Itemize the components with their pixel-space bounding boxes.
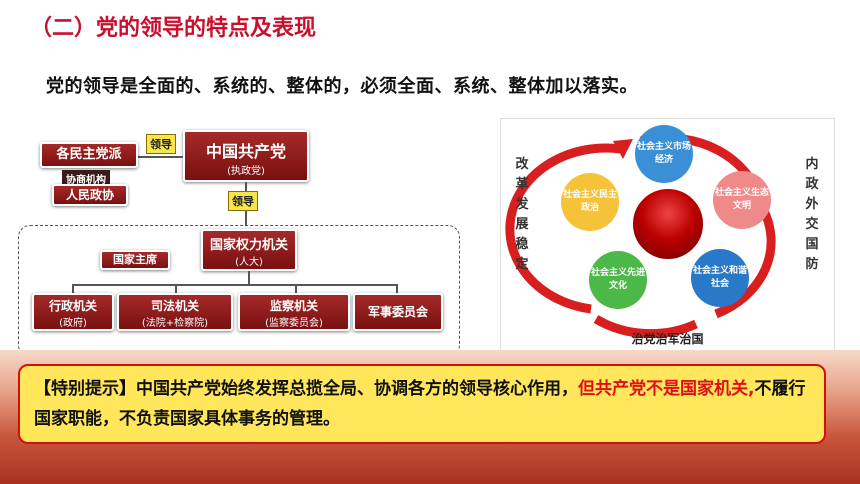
- lead-tag-down: 领导: [228, 191, 258, 211]
- party-sub-label: (执政党): [227, 166, 265, 177]
- page-title: （二）党的领导的特点及表现: [30, 16, 317, 41]
- note-red: 但共产党不是国家机关,: [578, 379, 755, 399]
- admin-label: 行政机关: [48, 299, 97, 313]
- special-note: 【特别提示】中国共产党始终发挥总揽全局、协调各方的领导核心作用，但共产党不是国家…: [18, 364, 826, 444]
- bubble-advanced-culture: 社会主义先进文化: [589, 251, 647, 309]
- president-box: 国家主席: [100, 250, 170, 270]
- connector: [137, 156, 183, 158]
- consult-tag: 协商机构: [62, 170, 110, 187]
- note-suffix: 不履行国家职能，不负责国家具体事务的管理。: [34, 379, 806, 429]
- connector: [72, 284, 74, 294]
- lead-tag-left: 领导: [146, 134, 176, 154]
- left-text: 改革发展稳定: [515, 157, 529, 272]
- cppcc-box: 人民政协: [52, 184, 128, 206]
- supervision-sub-label: (监察委员会): [265, 318, 323, 329]
- page-subtitle: 党的领导是全面的、系统的、整体的，必须全面、系统、整体加以落实。: [46, 76, 638, 97]
- president-label: 国家主席: [113, 253, 157, 266]
- connector: [248, 271, 250, 285]
- judicial-sub-label: (法院+检察院): [141, 318, 209, 329]
- bubble-democratic-politics: 社会主义民主政治: [561, 173, 619, 231]
- party-label: 中国共产党: [205, 142, 286, 161]
- military-box: 军事委员会: [353, 293, 443, 331]
- right-text: 内政外交国防: [805, 157, 819, 272]
- leadership-diagram: 改革发展稳定 内政外交国防 社会主义市场经济 社会主义生态文明 社会主义和谐社会…: [500, 118, 835, 354]
- admin-sub-label: (政府): [59, 318, 87, 329]
- party-emblem-photo: [631, 187, 705, 261]
- note-prefix: 【特别提示】中国共产党始终发挥总揽全局、协调各方的领导核心作用，: [34, 379, 578, 399]
- npc-box: 国家权力机关 (人大): [201, 229, 297, 271]
- supervision-label: 监察机关: [269, 299, 318, 313]
- bubble-market-economy: 社会主义市场经济: [635, 125, 693, 183]
- bubble-harmonious-society: 社会主义和谐社会: [691, 249, 749, 307]
- military-label: 军事委员会: [367, 305, 428, 319]
- cppcc-label: 人民政协: [65, 188, 114, 202]
- bubble-ecological: 社会主义生态文明: [713, 171, 771, 229]
- bottom-caption: 治党治军治国: [631, 332, 704, 346]
- judicial-box: 司法机关 (法院+检察院): [117, 293, 233, 331]
- connector: [295, 284, 297, 294]
- parties-label: 各民主党派: [56, 147, 122, 162]
- supervision-box: 监察机关 (监察委员会): [238, 293, 350, 331]
- connector: [72, 284, 397, 286]
- parties-box: 各民主党派: [40, 142, 138, 168]
- connector: [396, 284, 398, 294]
- connector: [175, 284, 177, 294]
- admin-box: 行政机关 (政府): [32, 293, 114, 331]
- party-box: 中国共产党 (执政党): [183, 130, 309, 182]
- npc-sub-label: (人大): [235, 257, 263, 268]
- judicial-label: 司法机关: [150, 299, 199, 313]
- npc-label: 国家权力机关: [209, 238, 288, 253]
